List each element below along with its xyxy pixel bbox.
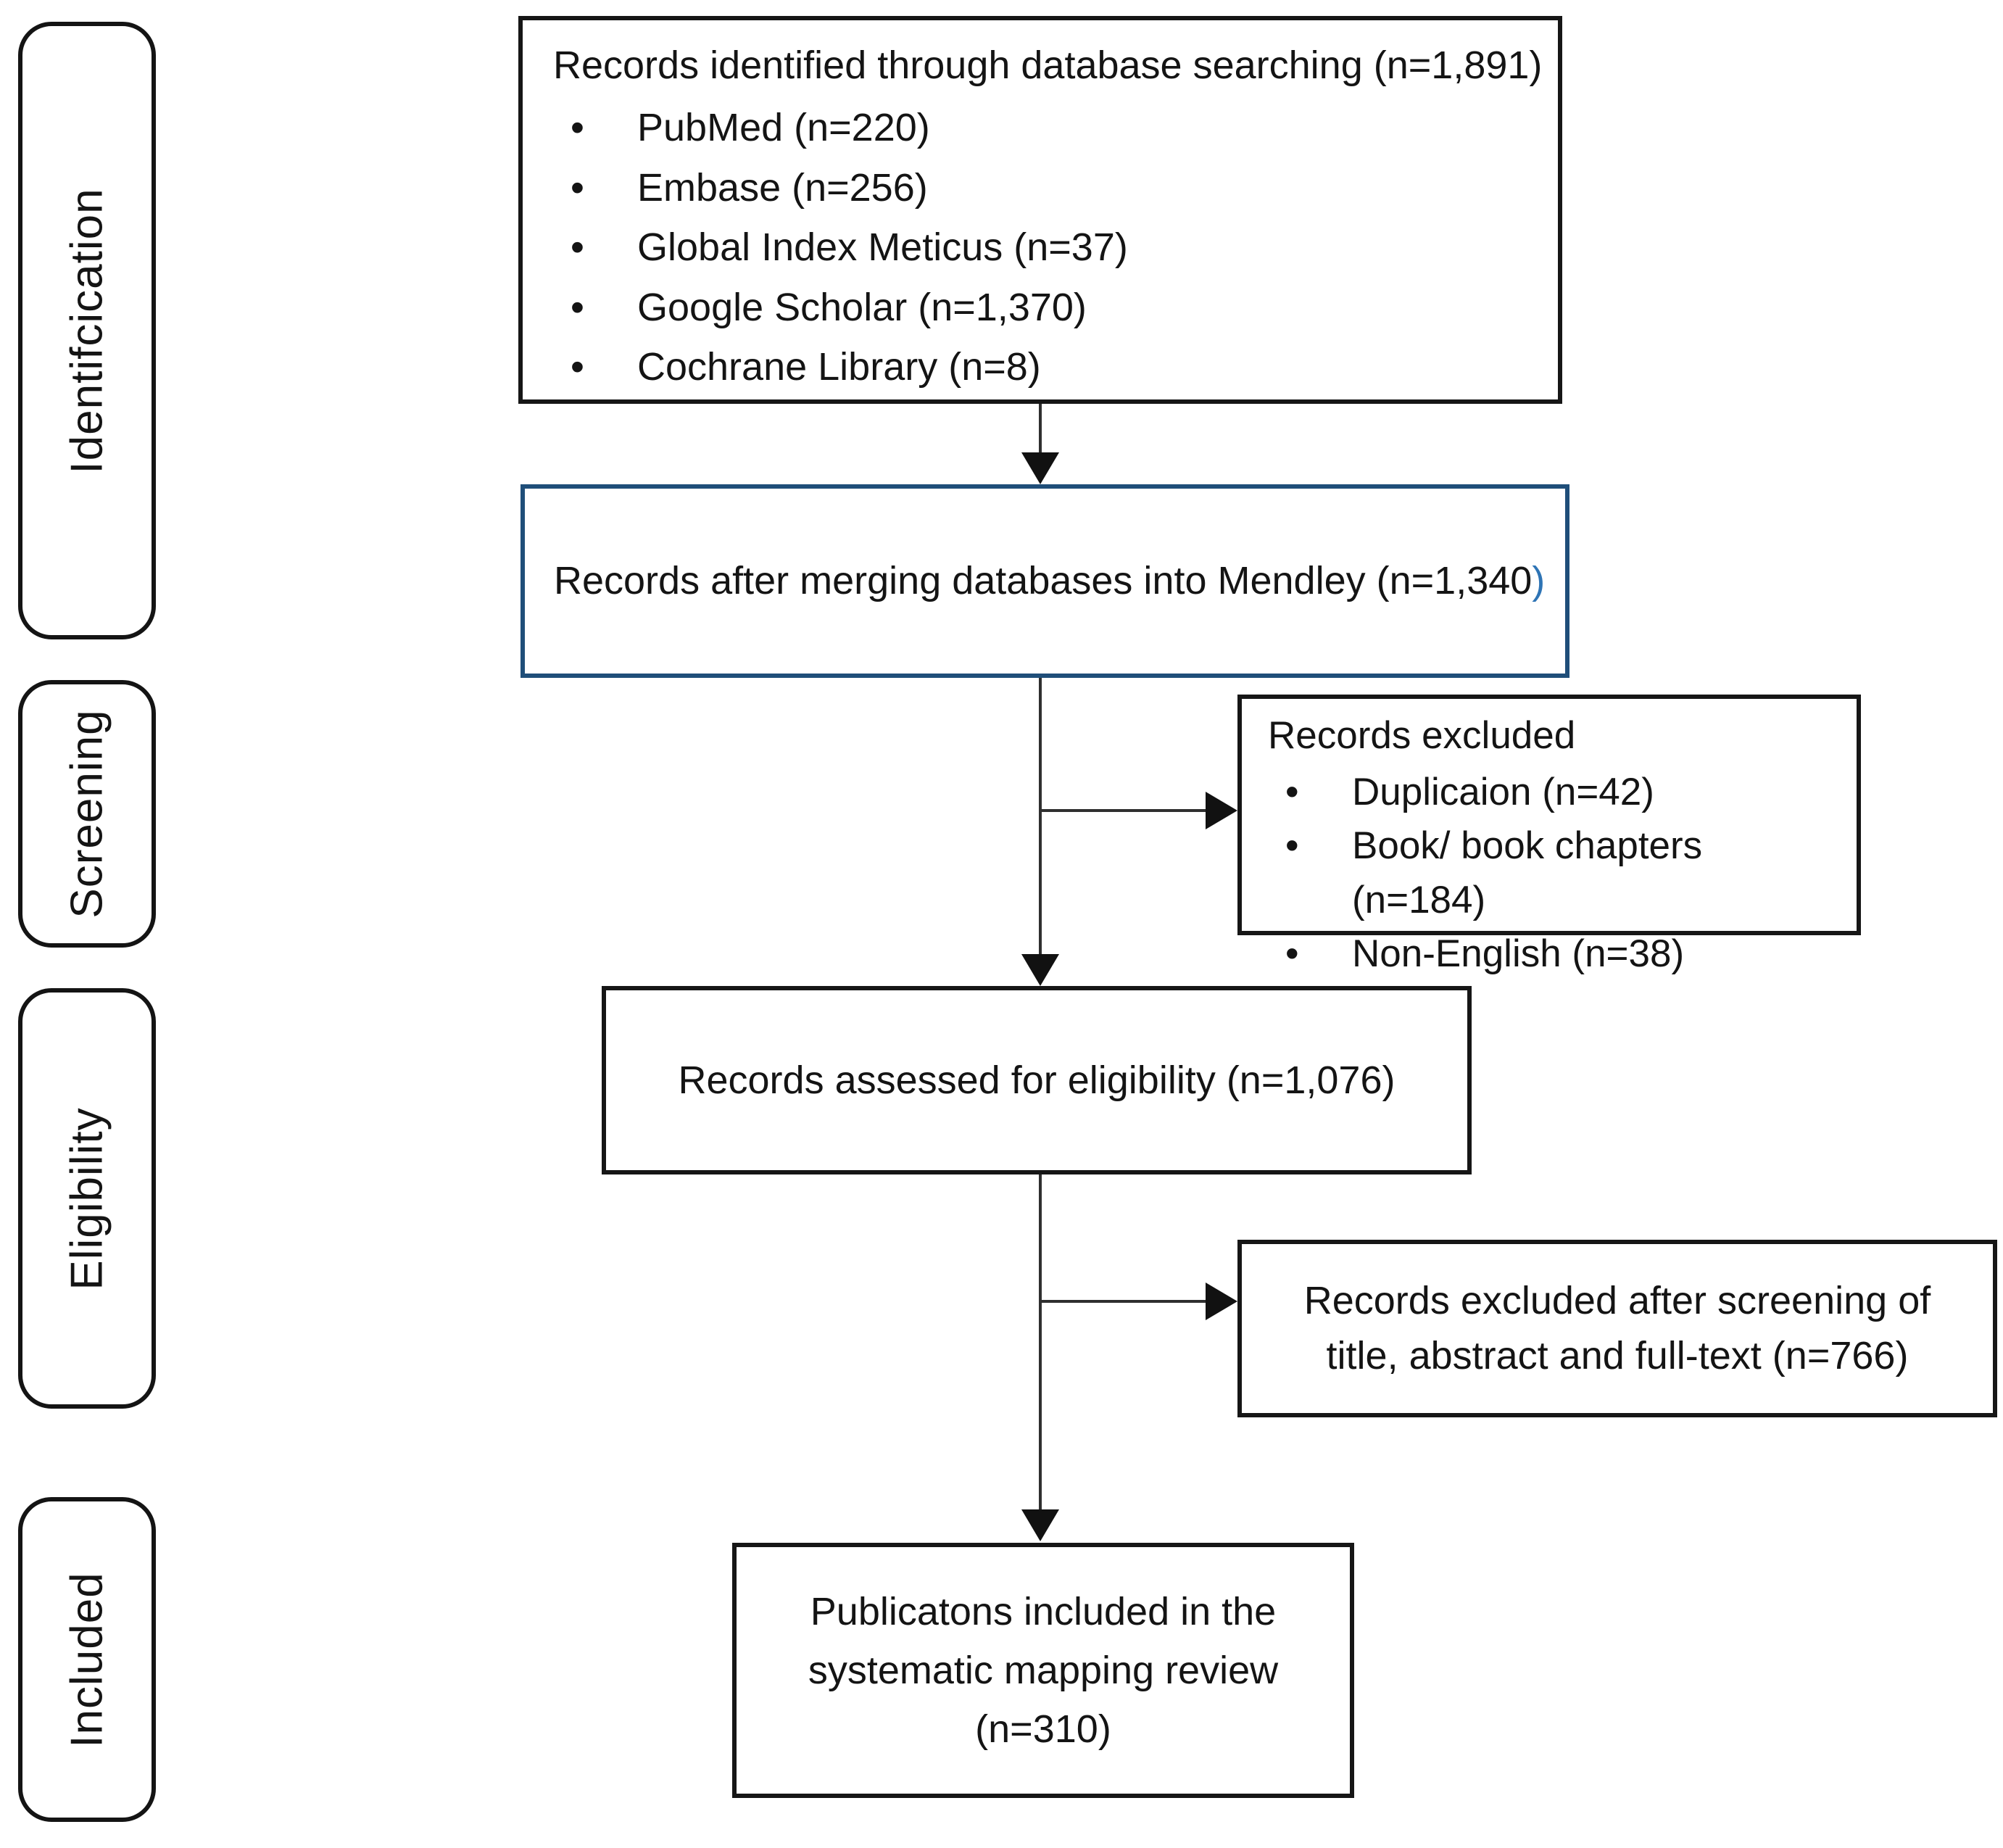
list-item: Book/ book chapters (n=184)	[1285, 819, 1842, 927]
stage-label-included: Included	[62, 1571, 112, 1748]
database-item-label: Embase (n=256)	[637, 165, 928, 210]
database-item-label: PubMed (n=220)	[637, 106, 930, 149]
list-item: PubMed (n=220)	[571, 98, 1536, 158]
box-records-merged: Records after merging databases into Men…	[521, 484, 1569, 678]
branch-to-excluded-eligibility-head-icon	[1206, 1283, 1237, 1320]
connector-merged-to-assessed-head-icon	[1021, 954, 1059, 986]
records-assessed-text: Records assessed for eligibility (n=1,07…	[678, 1058, 1396, 1102]
connector-merged-to-assessed-line	[1039, 678, 1042, 959]
list-item: Embase (n=256)	[571, 158, 1536, 218]
excluded-reasons-list: Duplicaion (n=42) Book/ book chapters (n…	[1268, 766, 1842, 981]
database-list: PubMed (n=220) Embase (n=256) Global Ind…	[553, 98, 1536, 397]
excluded-eligibility-line2: title, abstract and full-text (n=766)	[1326, 1333, 1909, 1377]
box-records-identified: Records identified through database sear…	[518, 16, 1562, 404]
publications-included-line3: (n=310)	[975, 1707, 1111, 1751]
records-excluded-title: Records excluded	[1268, 714, 1576, 757]
stage-pill-screening: Screening	[18, 680, 156, 948]
excluded-reason-label: Book/ book chapters (n=184)	[1352, 824, 1703, 921]
branch-to-excluded-screening-line	[1040, 809, 1206, 812]
records-identified-title: Records identified through database sear…	[553, 43, 1543, 87]
box-records-excluded-screening: Records excluded Duplicaion (n=42) Book/…	[1237, 695, 1861, 975]
list-item: Cochrane Library (n=8)	[571, 337, 1536, 397]
connector-assessed-to-included-head-icon	[1021, 1509, 1059, 1541]
excluded-eligibility-line1: Records excluded after screening of	[1303, 1278, 1931, 1322]
box-records-excluded-eligibility: Records excluded after screening of titl…	[1237, 1240, 1997, 1417]
arrow-identified-to-merged-head-icon	[1021, 452, 1059, 484]
database-item-label: Cochrane Library (n=8)	[637, 345, 1041, 389]
stage-pill-eligibility: Eligibility	[18, 988, 156, 1409]
list-item: Global Index Meticus (n=37)	[571, 217, 1536, 278]
list-item: Duplicaion (n=42)	[1285, 766, 1842, 819]
stage-pill-identification: Identifcication	[18, 22, 156, 639]
list-item: Non-English (n=38)	[1285, 927, 1842, 981]
list-item: Google Scholar (n=1,370)	[571, 278, 1536, 338]
stage-label-identification: Identifcication	[62, 187, 112, 474]
records-merged-text: Records after merging databases into Men…	[554, 552, 1545, 610]
branch-to-excluded-screening-head-icon	[1206, 792, 1237, 829]
excluded-reason-label: Non-English (n=38)	[1352, 932, 1685, 975]
database-item-label: Global Index Meticus (n=37)	[637, 225, 1128, 270]
stage-pill-included: Included	[18, 1497, 156, 1822]
box-records-assessed: Records assessed for eligibility (n=1,07…	[602, 986, 1472, 1174]
excluded-reason-label: Duplicaion (n=42)	[1352, 771, 1654, 814]
arrow-identified-to-merged-line	[1039, 404, 1042, 457]
branch-to-excluded-eligibility-line	[1040, 1300, 1206, 1303]
records-merged-main: Records after merging databases into Men…	[554, 559, 1533, 602]
box-publications-included: Publicatons included in the systematic m…	[732, 1543, 1354, 1798]
publications-included-line1: Publicatons included in the	[810, 1589, 1277, 1633]
stage-label-screening: Screening	[62, 709, 112, 919]
records-merged-paren: )	[1532, 559, 1546, 602]
stage-label-eligibility: Eligibility	[62, 1106, 112, 1290]
connector-assessed-to-included-line	[1039, 1174, 1042, 1514]
database-item-label: Google Scholar (n=1,370)	[637, 285, 1087, 329]
publications-included-line2: systematic mapping review	[808, 1648, 1279, 1692]
